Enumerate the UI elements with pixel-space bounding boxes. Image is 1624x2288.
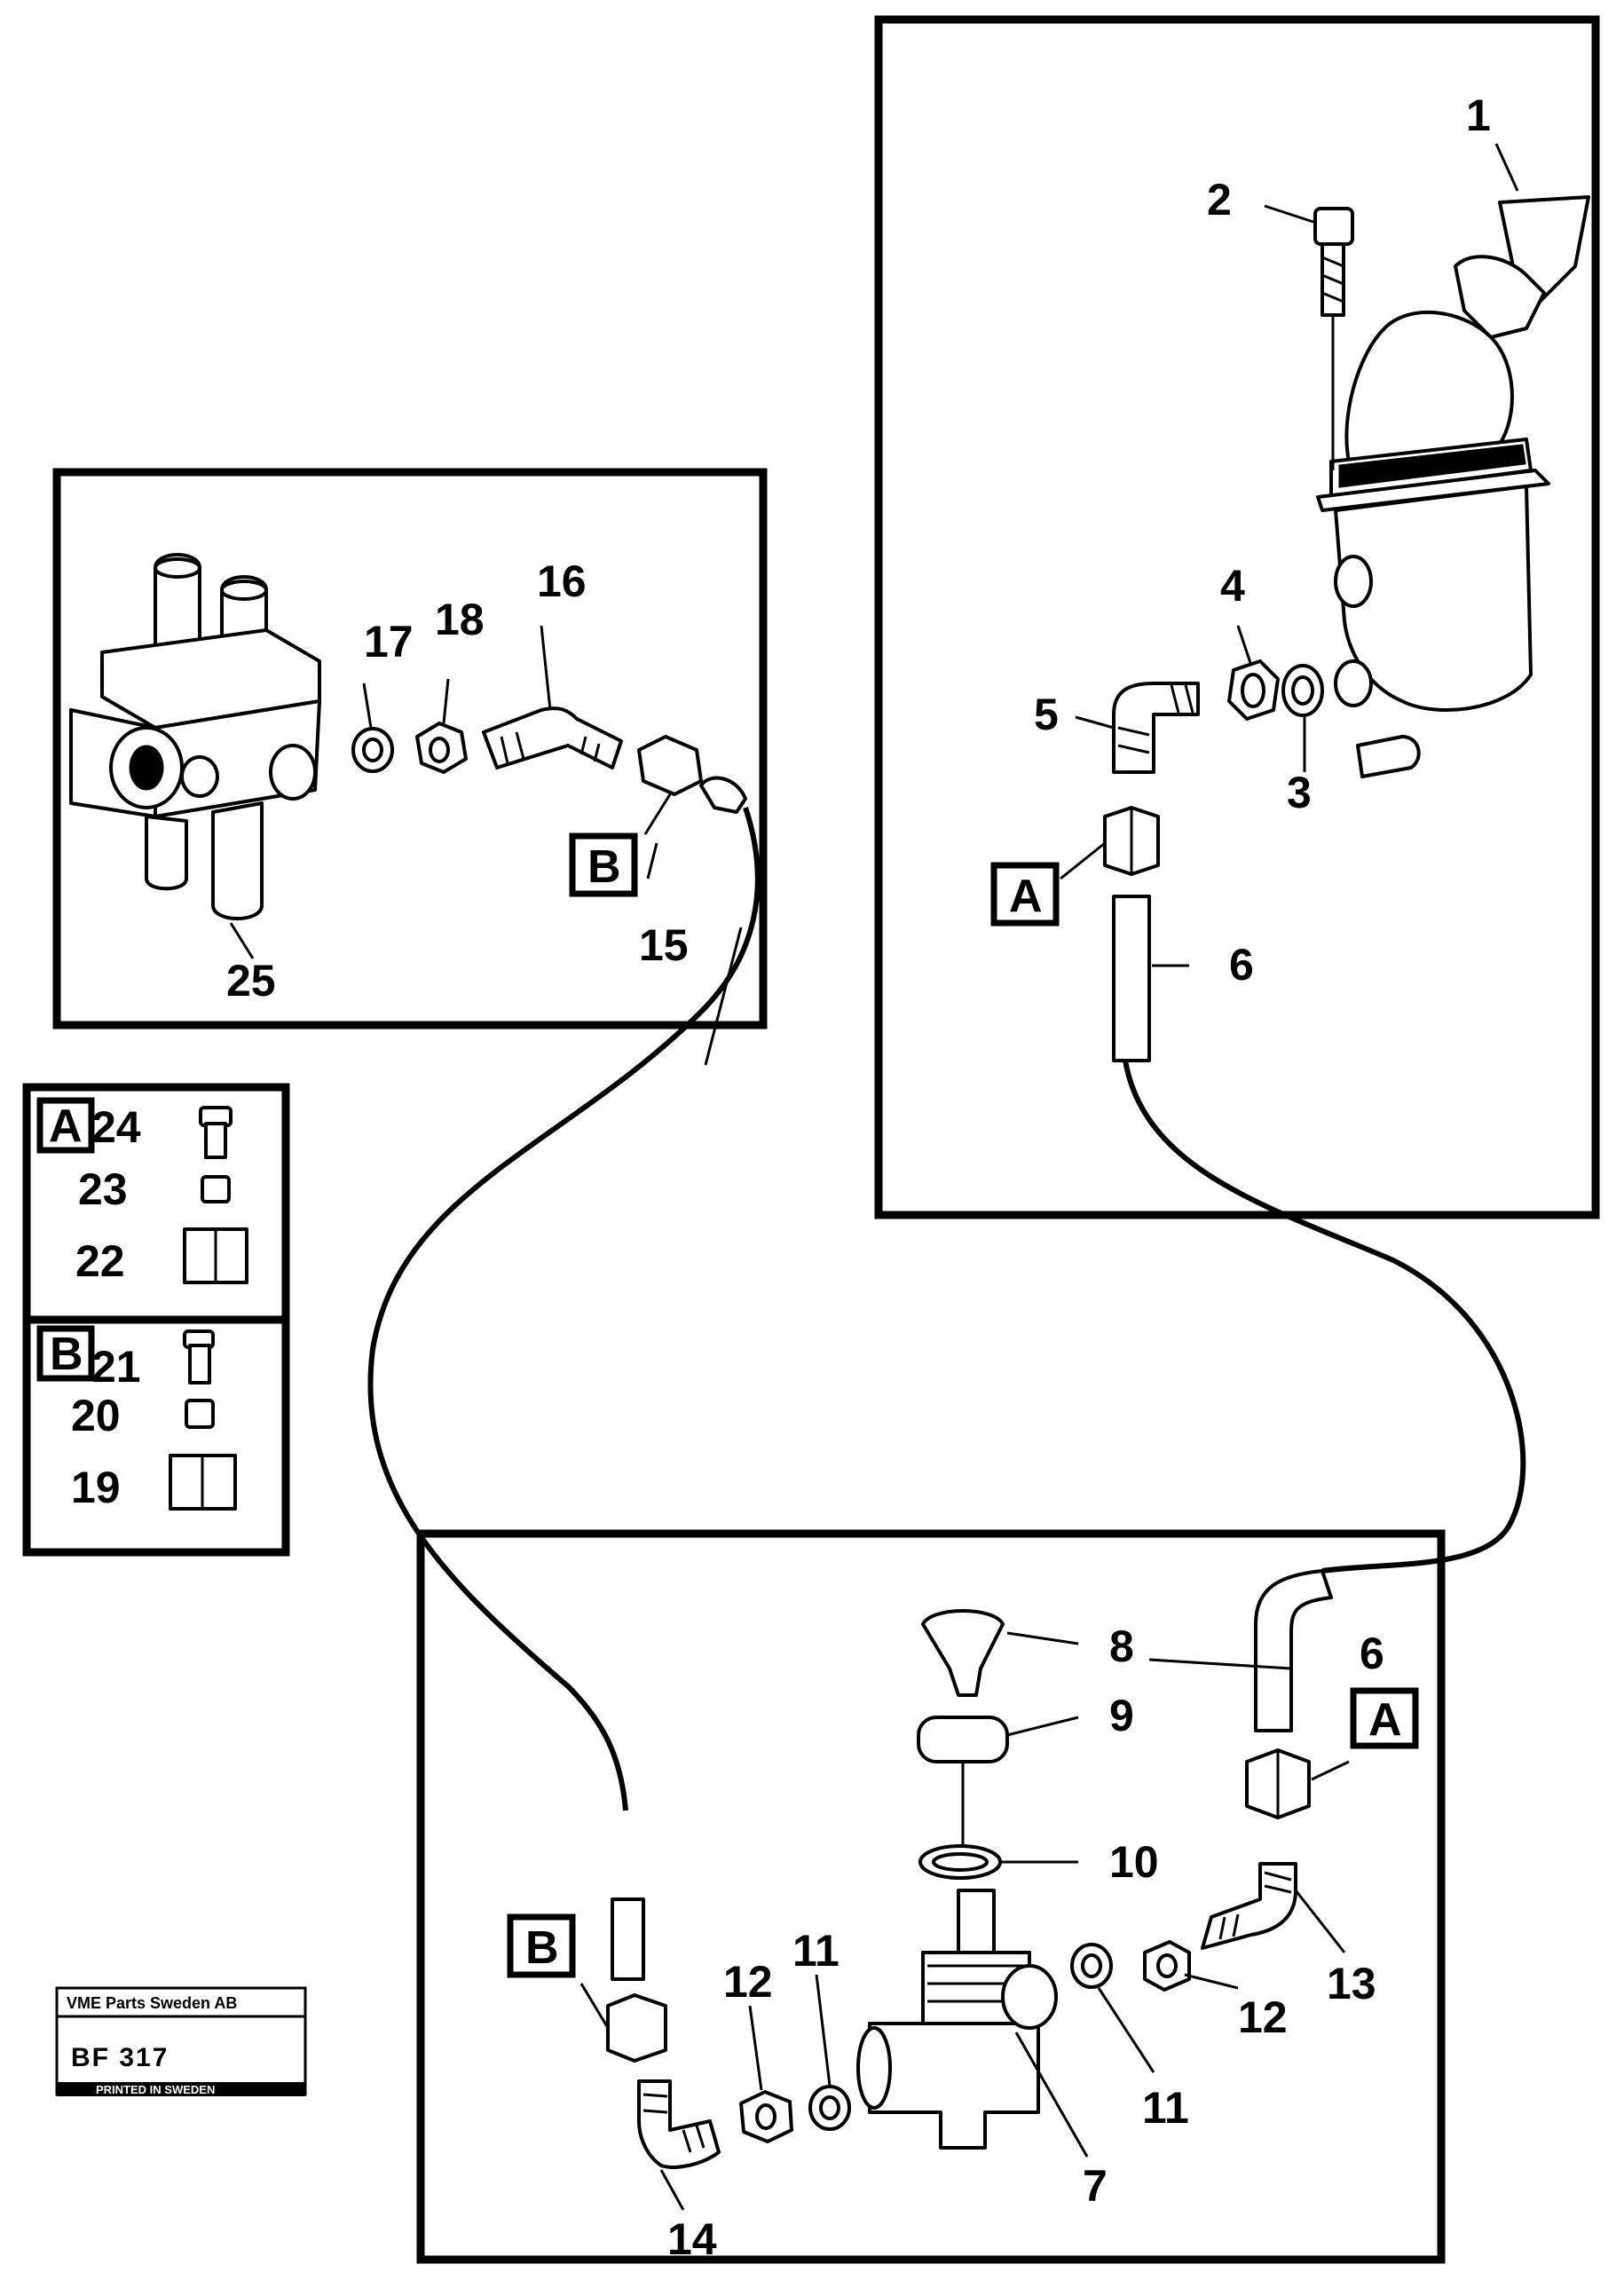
push-valve-assembly [606, 1569, 1333, 2169]
callout-20: 20 [71, 1391, 121, 1440]
callout-10: 10 [1109, 1837, 1159, 1887]
marker-b-bottom: B [525, 1922, 559, 1974]
valve-block-frame [52, 468, 768, 1030]
hand-valve-frame [874, 15, 1600, 1219]
callout-8: 8 [1109, 1621, 1134, 1671]
leader-lines [229, 143, 1519, 2211]
parts-stamp: VME Parts Sweden AB BF 317 PRINTED IN SW… [55, 1986, 307, 2096]
callout-11-left: 11 [792, 1926, 840, 1976]
callout-11-right: 11 [1142, 2083, 1189, 2133]
callout-22: 22 [75, 1236, 125, 1286]
marker-b-valve-block: B [587, 841, 621, 893]
valve-block-assembly [69, 553, 747, 920]
callout-9: 9 [1109, 1691, 1134, 1740]
callout-13: 13 [1327, 1959, 1376, 2008]
stamp-company: VME Parts Sweden AB [67, 1994, 237, 2012]
stamp-printed: PRINTED IN SWEDEN [96, 2083, 215, 2096]
callout-16: 16 [537, 556, 587, 606]
callout-21: 21 [91, 1342, 141, 1392]
kit-b-frame [22, 1315, 290, 1557]
marker-a-hand-valve: A [1009, 871, 1043, 922]
callout-3: 3 [1287, 768, 1312, 817]
callout-18: 18 [435, 595, 485, 644]
callout-2: 2 [1207, 175, 1232, 225]
marker-a-kit: A [49, 1101, 83, 1152]
callout-24: 24 [91, 1102, 141, 1152]
push-valve-frame [416, 1529, 1446, 2264]
callout-23: 23 [78, 1164, 128, 1214]
marker-a-bottom: A [1368, 1694, 1402, 1746]
kit-b-parts [169, 1329, 237, 1511]
callout-17: 17 [364, 617, 414, 667]
tube-15-line [367, 807, 761, 1811]
callout-6-bottom: 6 [1360, 1629, 1384, 1678]
callout-25: 25 [226, 956, 276, 1006]
callout-12-left: 12 [723, 1957, 773, 2007]
marker-b-kit: B [50, 1329, 83, 1380]
callout-19: 19 [71, 1463, 121, 1512]
callout-1: 1 [1466, 91, 1491, 140]
callout-6-top: 6 [1229, 940, 1254, 990]
callout-15: 15 [639, 920, 689, 970]
callout-12-right: 12 [1238, 1992, 1288, 2042]
kit-a-parts [183, 1106, 248, 1284]
detail-markers: A B A B B A [36, 832, 1419, 1978]
callout-5: 5 [1034, 690, 1059, 739]
callout-7: 7 [1083, 2161, 1108, 2211]
hand-valve-assembly [1103, 195, 1590, 1062]
tube-6-line [1123, 1060, 1526, 1574]
callout-numbers: 1 2 4 3 5 6 16 17 18 15 25 24 23 22 21 2… [71, 91, 1491, 2264]
stamp-code: BF 317 [71, 2043, 169, 2072]
callout-14: 14 [667, 2214, 717, 2264]
callout-4: 4 [1220, 561, 1245, 611]
